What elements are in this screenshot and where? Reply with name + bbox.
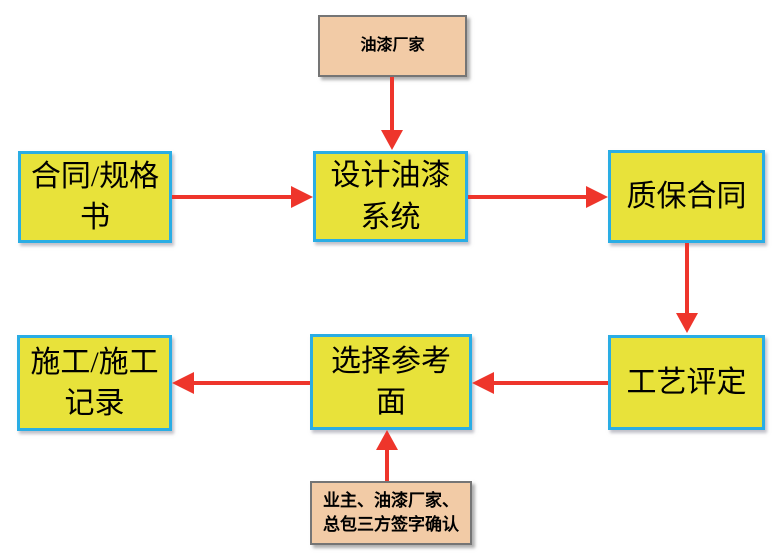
arrow-manufacturer-to-design-line: [390, 77, 394, 131]
arrow-qualification-to-reference-line: [493, 381, 608, 385]
arrow-warranty-to-qualification-head-icon: [676, 313, 698, 333]
arrow-contract-to-design-head-icon: [291, 186, 313, 208]
arrow-reference-to-construction-line: [193, 381, 310, 385]
arrow-design-to-warranty-line: [468, 195, 586, 199]
node-warranty-contract: 质保合同: [608, 150, 765, 243]
node-contract-spec-label: 合同/规格 书: [30, 159, 160, 234]
node-contract-spec: 合同/规格 书: [18, 151, 172, 243]
node-design-paint-system: 设计油漆 系统: [313, 151, 468, 242]
node-construction-record-label: 施工/施工 记录: [30, 345, 159, 420]
node-process-qualification-label: 工艺评定: [626, 365, 747, 399]
node-select-reference-surface: 选择参考 面: [310, 334, 472, 430]
node-signature-confirmation: 业主、油漆厂家、 总包三方签字确认: [310, 481, 472, 545]
arrow-warranty-to-qualification-line: [685, 243, 689, 314]
arrow-signature-to-reference-line: [385, 449, 389, 481]
node-paint-manufacturer: 油漆厂家: [318, 15, 467, 77]
arrow-manufacturer-to-design-head-icon: [381, 130, 403, 150]
node-construction-record: 施工/施工 记录: [17, 335, 172, 431]
node-process-qualification: 工艺评定: [608, 335, 765, 430]
arrow-signature-to-reference-head-icon: [376, 430, 398, 450]
node-warranty-contract-label: 质保合同: [626, 179, 747, 213]
node-select-reference-surface-label: 选择参考 面: [331, 344, 451, 419]
node-paint-manufacturer-label: 油漆厂家: [360, 36, 425, 54]
arrow-contract-to-design-line: [172, 195, 291, 199]
arrow-design-to-warranty-head-icon: [586, 186, 608, 208]
node-design-paint-system-label: 设计油漆 系统: [330, 159, 451, 234]
arrow-reference-to-construction-head-icon: [172, 372, 194, 394]
arrow-qualification-to-reference-head-icon: [472, 372, 494, 394]
node-signature-confirmation-label: 业主、油漆厂家、 总包三方签字确认: [323, 491, 459, 534]
